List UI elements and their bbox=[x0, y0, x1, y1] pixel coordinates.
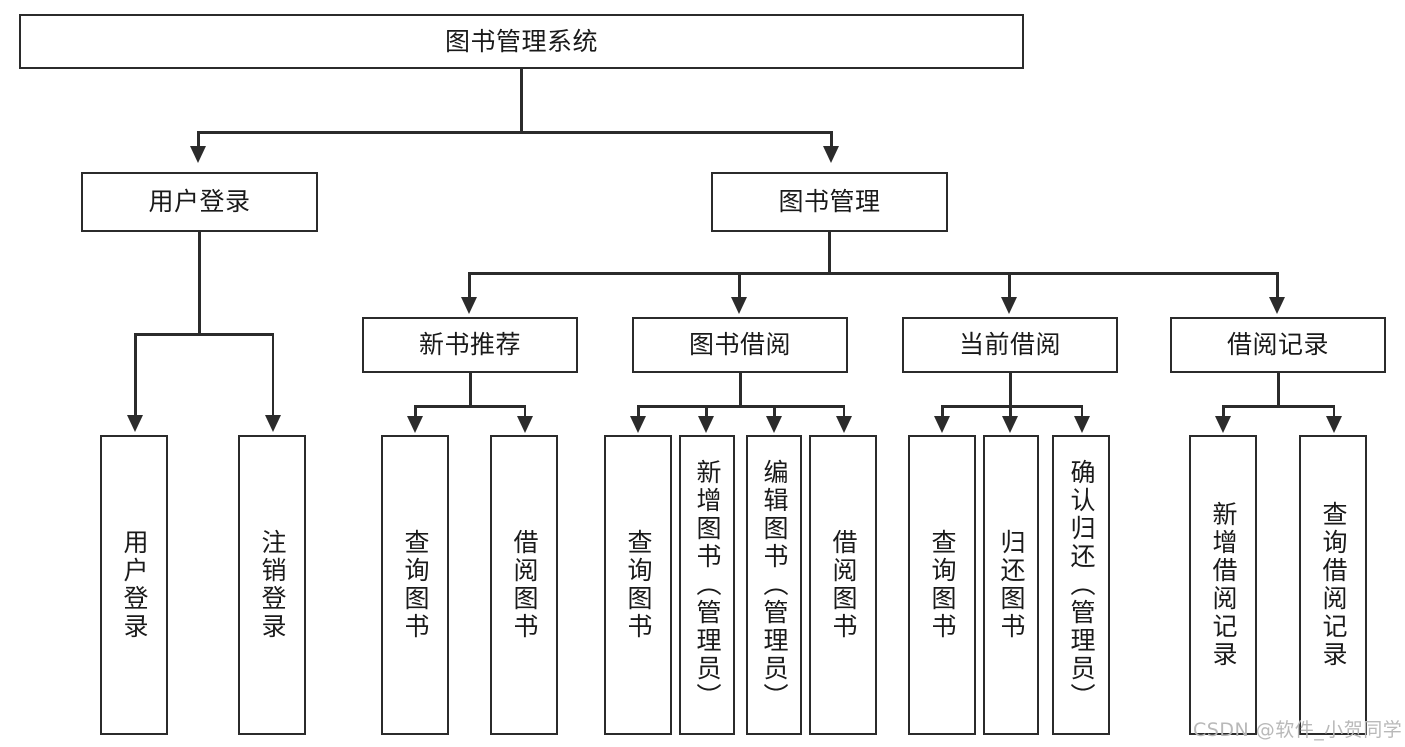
node-label: 查询借阅记录 bbox=[1319, 501, 1348, 669]
node-borrow-record[interactable]: 借阅记录 bbox=[1170, 317, 1386, 373]
connector-drop-leaf-borrow-book-2 bbox=[842, 405, 845, 418]
connector-drop-leaf-add-book bbox=[705, 405, 708, 418]
connector-book-management-stem bbox=[828, 232, 831, 273]
connector-drop-leaf-query-book-2 bbox=[637, 405, 640, 418]
connector-drop-leaf-query-record bbox=[1332, 405, 1335, 418]
connector-drop-leaf-edit-book bbox=[773, 405, 776, 418]
leaf-borrow-book-2[interactable]: 借阅图书 bbox=[809, 435, 877, 735]
node-label: 图书借阅 bbox=[688, 330, 791, 360]
connector-drop-leaf-borrow-book-1 bbox=[523, 405, 526, 418]
connector-drop-book-management bbox=[830, 131, 833, 148]
node-label: 借阅图书 bbox=[510, 529, 539, 641]
arrowhead-user-login bbox=[190, 146, 206, 163]
connector-drop-leaf-query-book-1 bbox=[414, 405, 417, 418]
arrowhead-leaf-add-book bbox=[698, 416, 714, 433]
leaf-user-logout[interactable]: 注销登录 bbox=[238, 435, 306, 735]
connector-user-login-bus bbox=[134, 333, 274, 336]
leaf-confirm-return[interactable]: 确认归还（管理员） bbox=[1052, 435, 1110, 735]
connector-drop-leaf-query-book-3 bbox=[941, 405, 944, 418]
arrowhead-leaf-user-logout bbox=[265, 415, 281, 432]
leaf-add-record[interactable]: 新增借阅记录 bbox=[1189, 435, 1257, 735]
connector-drop-leaf-return-book bbox=[1009, 405, 1012, 418]
node-label: 新增图书（管理员） bbox=[693, 459, 722, 711]
node-label: 注销登录 bbox=[258, 529, 287, 641]
arrowhead-leaf-confirm-return bbox=[1074, 416, 1090, 433]
arrowhead-leaf-query-book-2 bbox=[630, 416, 646, 433]
node-book-management[interactable]: 图书管理 bbox=[711, 172, 948, 232]
arrowhead-book-borrow bbox=[731, 297, 747, 314]
connector-root-stem bbox=[520, 69, 523, 132]
leaf-edit-book[interactable]: 编辑图书（管理员） bbox=[746, 435, 802, 735]
connector-drop-leaf-confirm-return bbox=[1080, 405, 1083, 418]
arrowhead-leaf-borrow-book-2 bbox=[836, 416, 852, 433]
node-label: 查询图书 bbox=[401, 529, 430, 641]
arrowhead-leaf-return-book bbox=[1002, 416, 1018, 433]
node-current-borrow[interactable]: 当前借阅 bbox=[902, 317, 1118, 373]
arrowhead-leaf-query-book-3 bbox=[934, 416, 950, 433]
connector-drop-leaf-user-login bbox=[134, 333, 137, 417]
node-label: 用户登录 bbox=[148, 187, 251, 217]
node-label: 确认归还（管理员） bbox=[1067, 459, 1096, 711]
leaf-borrow-book-1[interactable]: 借阅图书 bbox=[490, 435, 558, 735]
connector-drop-current-borrow bbox=[1008, 272, 1011, 299]
arrowhead-new-book-recommend bbox=[461, 297, 477, 314]
leaf-query-book-1[interactable]: 查询图书 bbox=[381, 435, 449, 735]
leaf-query-book-3[interactable]: 查询图书 bbox=[908, 435, 976, 735]
connector-level2-bus bbox=[468, 272, 1278, 275]
watermark-text: CSDN @软件_小贺同学 bbox=[1193, 719, 1403, 741]
leaf-user-login[interactable]: 用户登录 bbox=[100, 435, 168, 735]
connector-borrow-record-stem bbox=[1277, 373, 1280, 406]
leaf-query-record[interactable]: 查询借阅记录 bbox=[1299, 435, 1367, 735]
connector-current-borrow-stem bbox=[1009, 373, 1012, 406]
node-root-book-management-system[interactable]: 图书管理系统 bbox=[19, 14, 1024, 69]
arrowhead-leaf-query-record bbox=[1326, 416, 1342, 433]
node-user-login[interactable]: 用户登录 bbox=[81, 172, 318, 232]
arrowhead-leaf-user-login bbox=[127, 415, 143, 432]
node-label: 图书管理 bbox=[778, 187, 881, 217]
connector-book-borrow-stem bbox=[739, 373, 742, 406]
node-label: 用户登录 bbox=[120, 529, 149, 641]
connector-drop-book-borrow bbox=[738, 272, 741, 299]
arrowhead-leaf-query-book-1 bbox=[407, 416, 423, 433]
node-label: 借阅图书 bbox=[829, 529, 858, 641]
connector-drop-user-login bbox=[197, 131, 200, 148]
leaf-return-book[interactable]: 归还图书 bbox=[983, 435, 1039, 735]
node-label: 查询图书 bbox=[624, 529, 653, 641]
node-label: 查询图书 bbox=[928, 529, 957, 641]
node-label: 新增借阅记录 bbox=[1209, 501, 1238, 669]
node-label: 当前借阅 bbox=[958, 330, 1061, 360]
connector-borrow-record-bus bbox=[1222, 405, 1335, 408]
node-label: 图书管理系统 bbox=[444, 26, 598, 56]
node-label: 借阅记录 bbox=[1226, 330, 1329, 360]
leaf-query-book-2[interactable]: 查询图书 bbox=[604, 435, 672, 735]
arrowhead-leaf-borrow-book-1 bbox=[517, 416, 533, 433]
arrowhead-borrow-record bbox=[1269, 297, 1285, 314]
node-label: 归还图书 bbox=[997, 529, 1026, 641]
node-label: 新书推荐 bbox=[418, 330, 521, 360]
connector-drop-borrow-record bbox=[1276, 272, 1279, 299]
arrowhead-leaf-edit-book bbox=[766, 416, 782, 433]
connector-drop-leaf-user-logout bbox=[271, 333, 274, 417]
connector-level1-bus bbox=[197, 131, 833, 134]
node-new-book-recommend[interactable]: 新书推荐 bbox=[362, 317, 578, 373]
arrowhead-current-borrow bbox=[1001, 297, 1017, 314]
node-label: 编辑图书（管理员） bbox=[760, 459, 789, 711]
arrowhead-book-management bbox=[823, 146, 839, 163]
leaf-add-book[interactable]: 新增图书（管理员） bbox=[679, 435, 735, 735]
connector-user-login-stem bbox=[198, 232, 201, 334]
connector-current-borrow-bus bbox=[941, 405, 1083, 408]
connector-drop-leaf-add-record bbox=[1222, 405, 1225, 418]
connector-new-book-recommend-stem bbox=[469, 373, 472, 406]
connector-drop-new-book-recommend bbox=[468, 272, 471, 299]
node-book-borrow[interactable]: 图书借阅 bbox=[632, 317, 848, 373]
arrowhead-leaf-add-record bbox=[1215, 416, 1231, 433]
connector-book-borrow-bus bbox=[637, 405, 845, 408]
connector-new-book-recommend-bus bbox=[414, 405, 526, 408]
